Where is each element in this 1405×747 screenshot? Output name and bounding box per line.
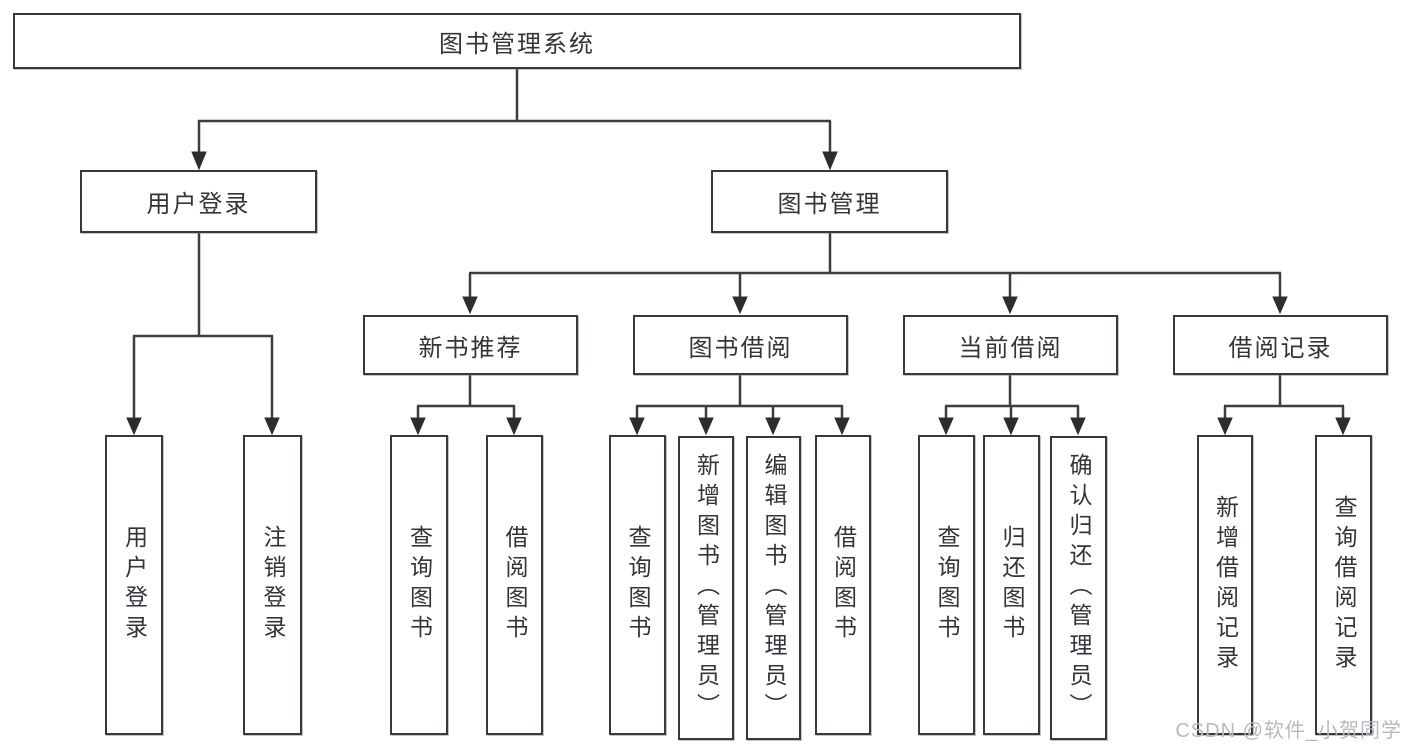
node-user-login-branch: 用户登录 (80, 170, 317, 233)
leaf-query-books-recommend: 查询图书 (390, 435, 448, 735)
node-label: 新增借阅记录 (1212, 495, 1239, 675)
node-label: 图书管理 (777, 191, 882, 218)
leaf-user-login: 用户登录 (105, 435, 163, 735)
node-label: 新书推荐 (418, 334, 523, 362)
node-label: 用户登录 (146, 191, 251, 218)
leaf-query-books-current: 查询图书 (918, 435, 975, 735)
node-book-management-branch: 图书管理 (711, 170, 948, 233)
node-label: 归还图书 (999, 525, 1025, 645)
leaf-confirm-return-admin: 确认归还（管理员） (1050, 436, 1107, 740)
node-label: 查询图书 (625, 525, 651, 645)
node-label: 查询图书 (406, 525, 433, 645)
node-library-system-root: 图书管理系统 (13, 13, 1021, 69)
leaf-edit-books-admin: 编辑图书（管理员） (746, 436, 801, 740)
node-label: 注销登录 (260, 525, 286, 645)
leaf-borrow-books: 借阅图书 (815, 435, 871, 735)
node-current-borrowing: 当前借阅 (903, 315, 1118, 375)
node-label: 用户登录 (121, 525, 148, 645)
node-label: 借阅图书 (502, 525, 528, 645)
node-borrowing-records: 借阅记录 (1173, 315, 1388, 375)
leaf-query-borrow-record: 查询借阅记录 (1315, 435, 1372, 735)
leaf-add-borrow-record: 新增借阅记录 (1197, 435, 1253, 735)
node-label: 编辑图书（管理员） (761, 453, 787, 723)
node-label: 图书管理系统 (439, 30, 595, 58)
node-label: 查询图书 (934, 525, 960, 645)
leaf-logout: 注销登录 (243, 435, 302, 735)
node-label: 新增图书（管理员） (693, 453, 720, 723)
csdn-watermark: CSDN @软件_小贺同学 (1175, 720, 1402, 742)
node-label: 当前借阅 (958, 334, 1063, 362)
node-label: 借阅图书 (830, 525, 857, 645)
node-label: 图书借阅 (688, 334, 793, 362)
node-label: 借阅记录 (1228, 334, 1333, 362)
node-label: 确认归还（管理员） (1066, 453, 1092, 723)
leaf-add-books-admin: 新增图书（管理员） (678, 436, 734, 740)
leaf-query-books-borrowing: 查询图书 (609, 435, 666, 735)
node-label: 查询借阅记录 (1331, 495, 1357, 675)
leaf-return-books: 归还图书 (983, 435, 1040, 735)
node-book-borrowing: 图书借阅 (633, 315, 848, 375)
leaf-borrow-books-recommend: 借阅图书 (486, 435, 543, 735)
node-new-book-recommend: 新书推荐 (363, 315, 578, 375)
